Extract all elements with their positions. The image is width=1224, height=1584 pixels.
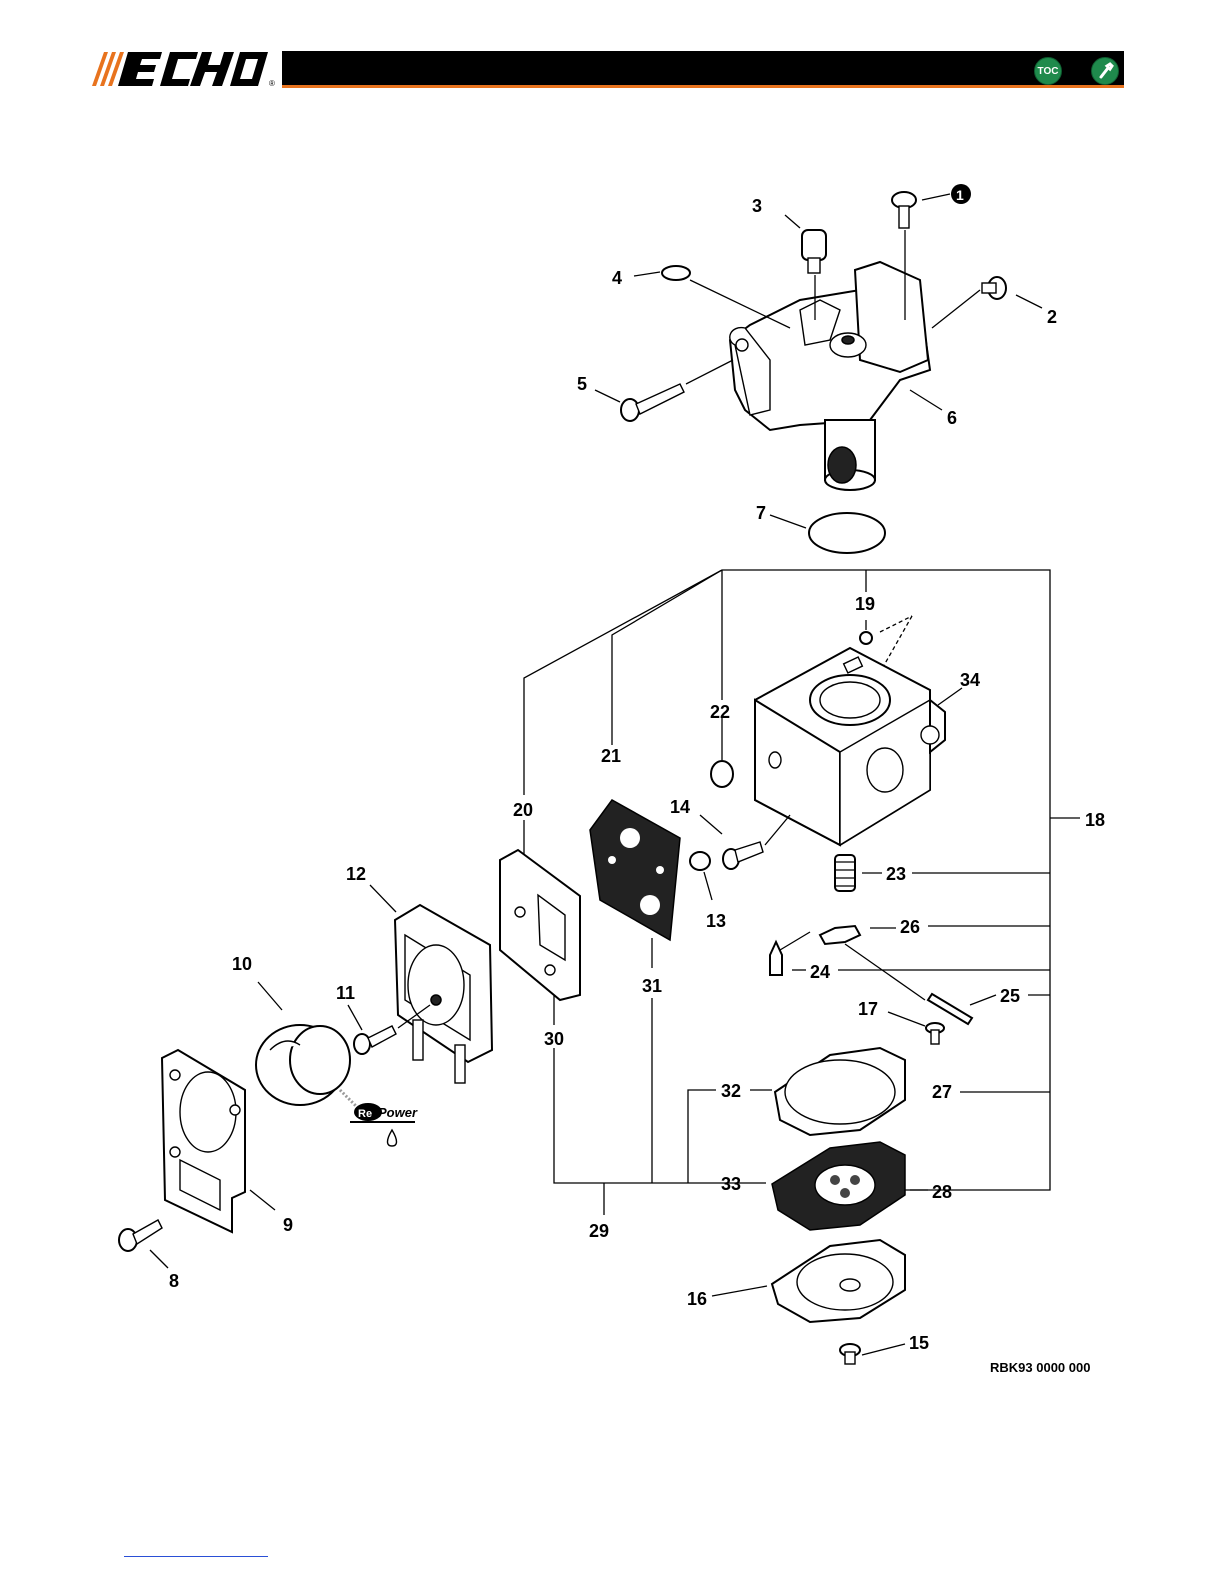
leader-6 [910,390,942,410]
callout-2: 2 [1047,307,1057,327]
fuel-drop-icon [388,1130,397,1146]
part-21-gasket [590,800,680,968]
diagram-reference-number: RBK93 0000 000 [990,1360,1090,1375]
repower-logo: Re Power [350,1103,418,1146]
carburetor-body-part-34 [755,648,962,845]
callout-4: 4 [612,268,622,288]
callout-33: 33 [721,1174,741,1194]
callout-9: 9 [283,1215,293,1235]
part-23-spring [835,855,882,891]
callout-labels: 2 3 4 5 6 7 8 9 10 11 12 13 14 15 16 17 … [169,196,1105,1353]
part-20-gasket [500,820,580,1025]
callout-34: 34 [960,670,980,690]
callout-30: 30 [544,1029,564,1049]
callout-14: 14 [670,797,690,817]
part-13-spring-cap [690,852,712,900]
callout-7: 7 [756,503,766,523]
part-16-cover [712,1240,905,1322]
throttle-body-part-6 [730,262,930,490]
part-8-screw [119,1220,168,1268]
part-12-pump-body [370,885,492,1083]
part-28-diaphragm [772,1142,928,1230]
note-marker-label: 1 [956,187,964,203]
callout-24: 24 [810,962,830,982]
repower-re: Re [358,1108,372,1120]
part-7-oring [770,513,885,553]
callout-22: 22 [710,702,730,722]
callout-20: 20 [513,800,533,820]
callout-31: 31 [642,976,662,996]
part-24-inlet-needle [770,932,810,975]
callout-6: 6 [947,408,957,428]
callout-10: 10 [232,954,252,974]
callout-16: 16 [687,1289,707,1309]
repower-power: Power [378,1105,418,1120]
part-14-needle [700,815,790,869]
callout-23: 23 [886,864,906,884]
callout-28: 28 [932,1182,952,1202]
part-15-screw [840,1344,905,1364]
footer-link-underline[interactable] [124,1556,268,1557]
part-26-lever [820,926,925,1000]
callout-11: 11 [336,983,355,1003]
callout-17: 17 [858,999,878,1019]
callout-5: 5 [577,374,587,394]
callout-26: 26 [900,917,920,937]
callout-21: 21 [601,746,621,766]
callout-15: 15 [909,1333,929,1353]
callout-18: 18 [1085,810,1105,830]
callout-12: 12 [346,864,366,884]
part-17-screw [888,1012,944,1044]
part-2-screw [932,277,1042,328]
callout-29: 29 [589,1221,609,1241]
callout-32: 32 [721,1081,741,1101]
callout-8: 8 [169,1271,179,1291]
part-25-pin [928,994,996,1024]
callout-3: 3 [752,196,762,216]
callout-27: 27 [932,1082,952,1102]
callout-13: 13 [706,911,726,931]
callout-25: 25 [1000,986,1020,1006]
part-27-gasket [750,1048,905,1135]
part-22-cap [711,718,733,787]
part-5-screw [595,360,733,421]
callout-19: 19 [855,594,875,614]
